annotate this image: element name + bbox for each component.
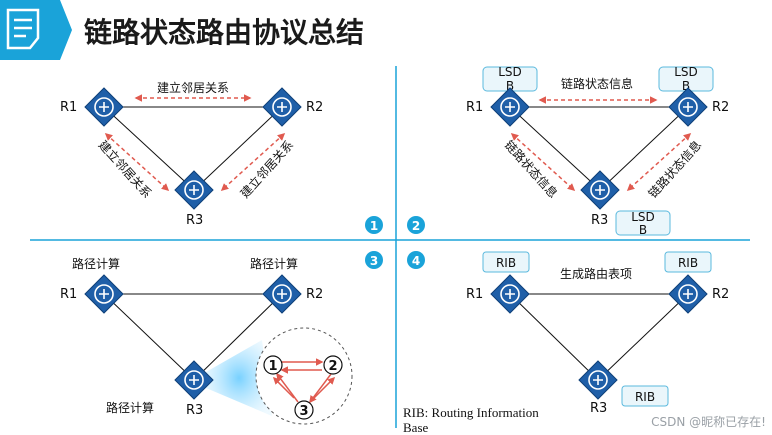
link-r1-r3 <box>103 106 195 191</box>
lsa-label-top: 链路状态信息 <box>561 76 633 91</box>
router-label-r2: R2 <box>712 287 729 302</box>
svg-text:B: B <box>506 79 514 93</box>
step-badge-3: 3 <box>365 251 383 269</box>
router-icon <box>84 274 124 314</box>
router-icon <box>174 170 214 210</box>
link-r1-r3 <box>509 106 601 191</box>
quadrant-2: 链路状态信息 链路状态信息 链路状态信息 LSD B LSD B LSD B R… <box>466 65 729 237</box>
svg-text:2: 2 <box>328 359 337 374</box>
rib-box-r1: RIB <box>482 251 530 273</box>
step-badge-4: 4 <box>407 251 425 269</box>
svg-text:LSD: LSD <box>498 65 522 79</box>
router-icon <box>668 274 708 314</box>
quadrant-4: 生成路由表项 RIB RIB RIB R1 R2 R3 RIB: Routing… <box>403 251 729 435</box>
router-label-r2: R2 <box>306 100 323 115</box>
svg-text:LSD: LSD <box>674 65 698 79</box>
router-label-r1: R1 <box>466 287 483 302</box>
rib-box-r2: RIB <box>664 251 712 273</box>
router-label-r3: R3 <box>186 213 203 228</box>
router-icon <box>490 87 530 127</box>
router-label-r3: R3 <box>590 401 607 416</box>
lsdb-box-r2: LSD B <box>658 65 714 93</box>
svg-text:4: 4 <box>412 254 420 268</box>
neighbor-label-top: 建立邻居关系 <box>157 80 229 95</box>
document-list-icon <box>6 8 40 50</box>
router-label-r1: R1 <box>466 100 483 115</box>
svg-text:RIB: RIB <box>678 256 698 270</box>
spf-label-r1: 路径计算 <box>72 256 120 271</box>
lsa-label-left: 链路状态信息 <box>502 137 561 201</box>
neighbor-label-left: 建立邻居关系 <box>96 137 155 201</box>
lsdb-box-r1: LSD B <box>482 65 538 93</box>
rib-note-line-2: Base <box>403 420 429 435</box>
router-icon <box>668 87 708 127</box>
svg-text:1: 1 <box>268 359 277 374</box>
spf-label-r3: 路径计算 <box>106 400 154 415</box>
link-r2-r3 <box>193 293 283 381</box>
router-icon <box>262 87 302 127</box>
svg-text:3: 3 <box>370 254 378 268</box>
router-label-r1: R1 <box>60 287 77 302</box>
router-icon <box>174 360 214 400</box>
router-icon <box>262 274 302 314</box>
svg-text:B: B <box>639 223 647 237</box>
router-label-r2: R2 <box>712 100 729 115</box>
page-title: 链路状态路由协议总结 <box>84 16 364 49</box>
spf-zoom-circle <box>255 327 353 425</box>
svg-text:LSD: LSD <box>631 210 655 224</box>
link-r2-r3 <box>597 293 689 381</box>
link-r1-r3 <box>103 293 195 381</box>
router-icon <box>490 274 530 314</box>
step-badge-2: 2 <box>407 216 425 234</box>
header-tab-shape <box>0 0 72 60</box>
router-label-r3: R3 <box>186 403 203 418</box>
svg-text:3: 3 <box>299 404 308 419</box>
rib-label-top: 生成路由表项 <box>560 266 632 281</box>
rib-note-line-1: RIB: Routing Information <box>403 405 539 420</box>
spf-node-1: 1 <box>263 355 283 375</box>
quadrant-1: 建立邻居关系 建立邻居关系 建立邻居关系 R1 R2 R3 <box>60 80 323 228</box>
router-label-r1: R1 <box>60 100 77 115</box>
header: 链路状态路由协议总结 <box>0 0 364 60</box>
router-label-r3: R3 <box>591 213 608 228</box>
svg-text:B: B <box>682 79 690 93</box>
step-badge-1: 1 <box>365 216 383 234</box>
router-icon <box>578 360 618 400</box>
spf-node-3: 3 <box>294 400 314 420</box>
lsa-label-right: 链路状态信息 <box>645 137 704 201</box>
spf-cycle: 1 2 3 <box>263 355 343 420</box>
svg-text:1: 1 <box>370 219 378 233</box>
quadrant-3: 1 2 3 路径计算 路径计算 路径计算 R1 R2 R3 <box>60 256 353 425</box>
spf-node-2: 2 <box>323 355 343 375</box>
link-r1-r3 <box>509 293 599 381</box>
router-icon <box>580 170 620 210</box>
svg-text:2: 2 <box>412 219 420 233</box>
router-label-r2: R2 <box>306 287 323 302</box>
spf-label-r2: 路径计算 <box>250 256 298 271</box>
router-icon <box>84 87 124 127</box>
lsdb-box-r3: LSD B <box>615 210 671 237</box>
rib-box-r3: RIB <box>621 385 669 407</box>
watermark: CSDN @昵称已存在! <box>651 415 766 429</box>
svg-text:RIB: RIB <box>496 256 516 270</box>
zoom-spotlight <box>206 340 272 416</box>
svg-text:RIB: RIB <box>635 390 655 404</box>
